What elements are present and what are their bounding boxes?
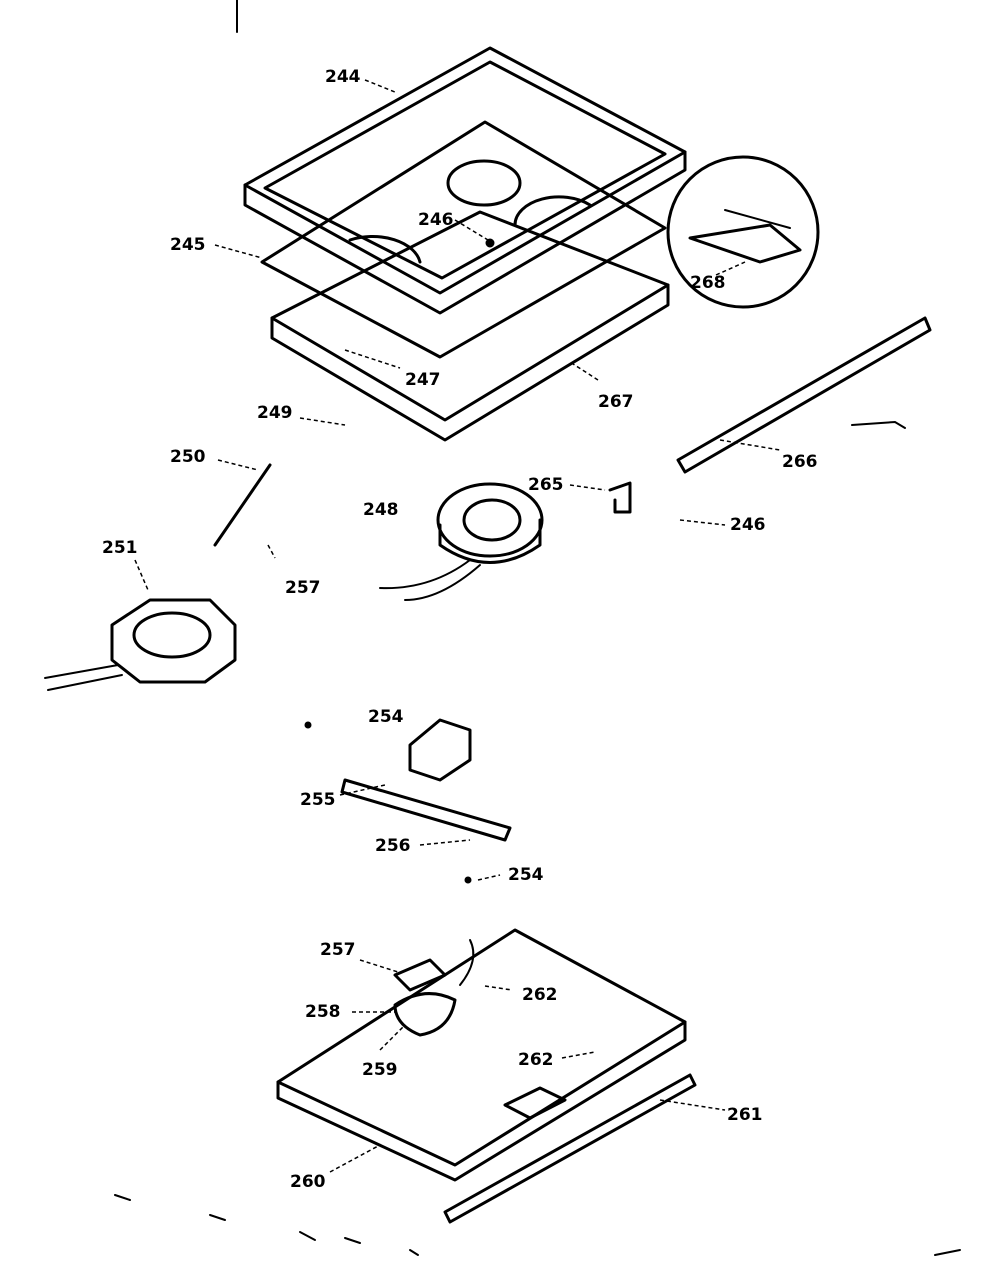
label-249: 249: [257, 403, 293, 423]
label-247: 247: [405, 370, 441, 390]
part-260-bottom-pan: [276, 928, 687, 1182]
label-245: 245: [170, 235, 206, 255]
label-262-lower: 262: [518, 1050, 554, 1070]
label-246-top: 246: [418, 210, 454, 230]
label-256: 256: [375, 836, 411, 856]
label-261: 261: [727, 1105, 763, 1125]
label-262-upper: 262: [522, 985, 558, 1005]
label-254-lower: 254: [508, 865, 544, 885]
part-248-small-element: [379, 482, 544, 601]
label-258: 258: [305, 1002, 341, 1022]
part-261-front-strip: [443, 1073, 697, 1224]
label-254-upper: 254: [368, 707, 404, 727]
label-251: 251: [102, 538, 138, 558]
label-257-lower: 257: [320, 940, 356, 960]
label-244: 244: [325, 67, 361, 87]
label-255: 255: [300, 790, 336, 810]
part-244-cooktop-frame: [243, 46, 687, 315]
scatter-marks: [114, 1194, 961, 1256]
label-246-right: 246: [730, 515, 766, 535]
label-267: 267: [598, 392, 634, 412]
part-268-clip-detail: [666, 155, 820, 309]
part-250-terminal-rod: [213, 463, 272, 547]
label-250: 250: [170, 447, 206, 467]
part-254-255-block-and-strip: [304, 718, 512, 884]
label-265: 265: [528, 475, 564, 495]
label-260: 260: [290, 1172, 326, 1192]
part-245-glass-top: [260, 120, 667, 359]
label-268: 268: [690, 273, 726, 293]
label-257-upper: 257: [285, 578, 321, 598]
part-267-support-pan: [270, 210, 670, 442]
label-266: 266: [782, 452, 818, 472]
part-266-trim-strip: [676, 316, 932, 474]
label-259: 259: [362, 1060, 398, 1080]
label-248: 248: [363, 500, 399, 520]
leader-lines: [134, 79, 781, 1173]
part-265-bracket: [608, 481, 632, 514]
part-251-large-element: [44, 598, 237, 691]
